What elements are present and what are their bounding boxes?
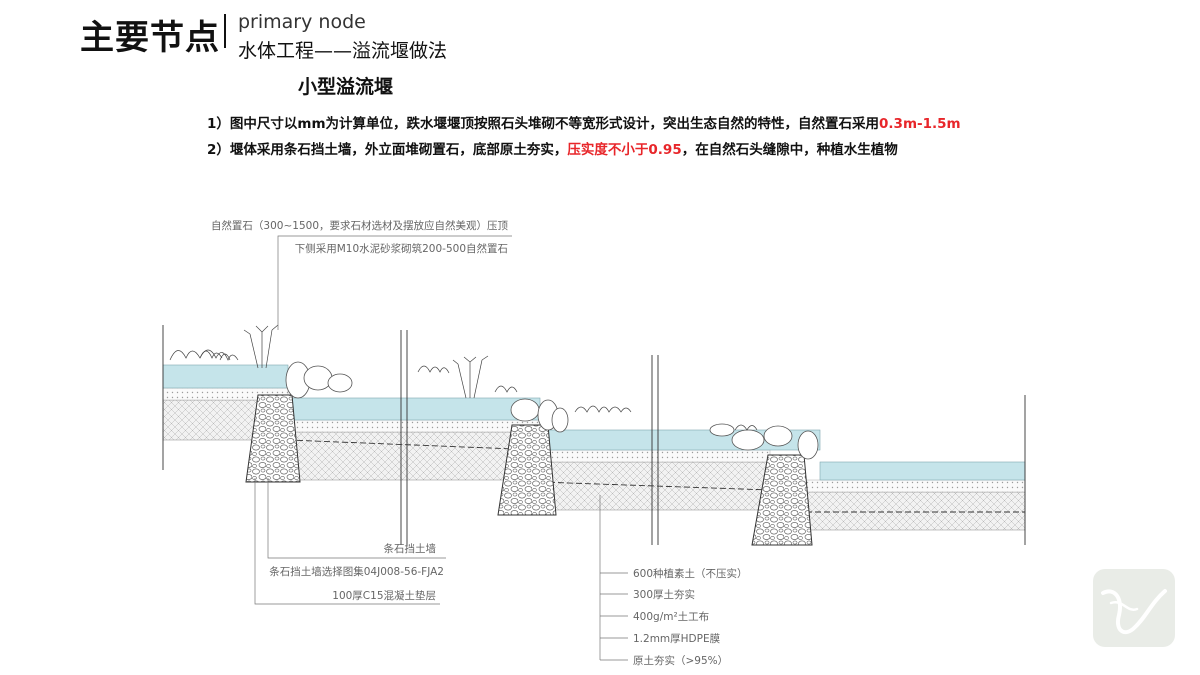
- boulder: [731, 429, 765, 451]
- water-pool-1: [162, 364, 289, 389]
- page-title: 主要节点: [80, 18, 220, 58]
- boulder: [551, 407, 569, 433]
- stone-wall-1: [245, 394, 301, 483]
- boulder: [303, 365, 333, 391]
- boulder: [510, 398, 540, 422]
- title-divider: [224, 14, 226, 48]
- callout-top-2: 下侧采用M10水泥砂浆砌筑200-500自然置石: [295, 242, 508, 255]
- plant-shrub: [199, 350, 231, 361]
- plants: [169, 324, 758, 431]
- plant-papyrus: [452, 355, 489, 399]
- note-2-suffix: ，在自然石头缝隙中，种植水生植物: [681, 142, 898, 158]
- retaining-walls: [245, 394, 813, 546]
- callout-wall-3: 100厚C15混凝土垫层: [332, 589, 436, 602]
- stone-wall-3: [751, 454, 813, 546]
- callout-layer-3: 400g/m²土工布: [633, 610, 709, 623]
- hdpe-liner: [287, 439, 1025, 513]
- note-2-text: 2）堰体采用条石挡土墙，外立面堆砌置石，底部原土夯实，: [207, 142, 568, 158]
- brand-logo: [1093, 569, 1175, 647]
- callout-wall-2: 条石挡土墙选择图集04J008-56-FJA2: [269, 565, 444, 578]
- plant-papyrus: [243, 324, 279, 369]
- callout-leaders: [254, 235, 628, 661]
- callout-layer-1: 600种植素土（不压实）: [633, 567, 748, 580]
- callout-layer-2: 300厚土夯实: [633, 588, 695, 601]
- callout-layer-4: 1.2mm厚HDPE膜: [633, 633, 721, 645]
- boulder: [797, 430, 819, 460]
- leader-wall-detail: [267, 478, 446, 559]
- plant-shrub: [494, 385, 518, 393]
- callout-top-1: 自然置石（300~1500，要求石材选材及摆放应自然美观）压顶: [211, 219, 509, 232]
- note-1: 1）图中尺寸以mm为计算单位，跌水堰堰顶按照石头堆砌不等宽形式设计，突出生态自然…: [207, 112, 961, 132]
- stone-wall-2: [497, 424, 557, 516]
- leader-top: [277, 235, 512, 330]
- plant-shrub: [574, 405, 632, 413]
- callout-labels: 自然置石（300~1500，要求石材选材及摆放应自然美观）压顶 下侧采用M10水…: [211, 219, 748, 667]
- plant-shrub: [169, 349, 239, 361]
- note-1-text: 1）图中尺寸以mm为计算单位，跌水堰堰顶按照石头堆砌不等宽形式设计，突出生态自然…: [207, 116, 880, 132]
- callout-layer-5: 原土夯实（>95%）: [633, 654, 728, 667]
- boulders: [285, 361, 819, 460]
- page-title-english: primary node: [238, 11, 366, 33]
- water-pool-2: [287, 397, 541, 421]
- page-subtitle: 水体工程——溢流堰做法: [238, 40, 448, 62]
- leader-layer-tick: [600, 572, 628, 661]
- boulder: [763, 425, 793, 447]
- boulder: [709, 423, 735, 437]
- note-2-highlight: 压实度不小于0.95: [567, 142, 682, 158]
- break-lines: [162, 325, 1026, 545]
- water-pool-4: [819, 461, 1026, 481]
- callout-wall-1: 条石挡土墙: [384, 542, 437, 555]
- brand-logo-mark: [1101, 589, 1167, 635]
- diagram-title: 小型溢流堰: [298, 76, 394, 98]
- plant-shrub: [734, 424, 758, 431]
- boulder: [327, 373, 353, 393]
- note-1-highlight: 0.3m-1.5m: [879, 116, 961, 132]
- leader-wall: [254, 478, 440, 605]
- note-2: 2）堰体采用条石挡土墙，外立面堆砌置石，底部原土夯实，压实度不小于0.95，在自…: [207, 138, 898, 158]
- plant-shrub: [417, 365, 450, 374]
